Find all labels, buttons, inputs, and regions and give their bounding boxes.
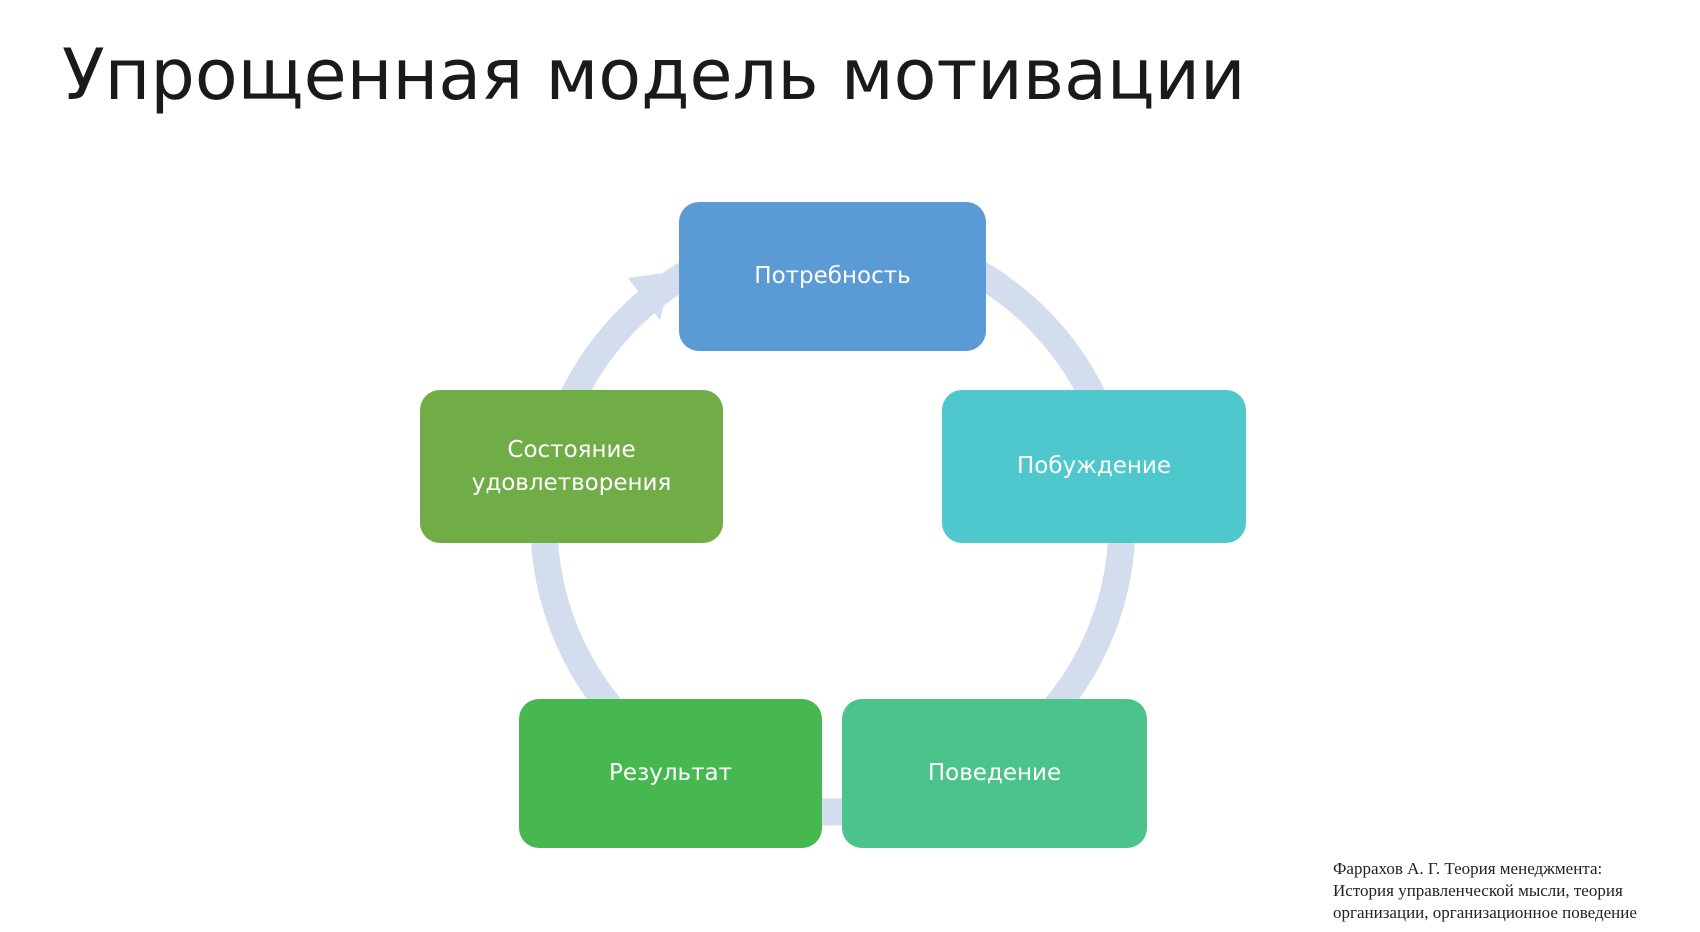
node-motive: Побуждение xyxy=(942,390,1246,543)
node-result: Результат xyxy=(519,699,822,848)
citation-line: организации, организационное поведение xyxy=(1333,903,1637,922)
node-satisfaction: Состояние удовлетворения xyxy=(420,390,723,543)
slide-title: Упрощенная модель мотивации xyxy=(62,34,1246,116)
citation-line: История управленческой мысли, теория xyxy=(1333,881,1623,900)
node-need: Потребность xyxy=(679,202,986,351)
node-behavior: Поведение xyxy=(842,699,1147,848)
citation: Фаррахов А. Г. Теория менеджмента: Истор… xyxy=(1333,858,1637,924)
arrowhead-icon xyxy=(628,272,672,320)
citation-line: Фаррахов А. Г. Теория менеджмента: xyxy=(1333,859,1603,878)
